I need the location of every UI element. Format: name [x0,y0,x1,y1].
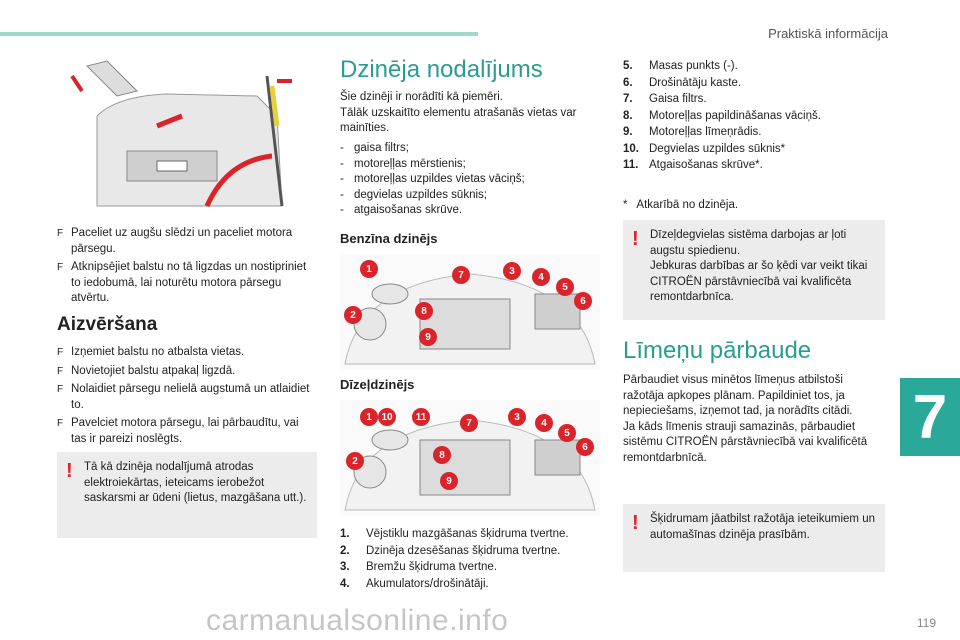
callout-3: 3 [503,262,521,280]
header-accent-bar [0,32,478,36]
watermark: carmanualsonline.info [206,604,509,637]
engine-bay-heading: Dzinēja nodalījums [340,56,543,83]
components-list-part1: 1.Vējstiklu mazgāšanas šķidruma tvertne.… [340,526,610,592]
petrol-engine-heading: Benzīna dzinējs [340,231,438,246]
list-item: 6.Drošinātāju kaste. [623,76,742,89]
petrol-engine-drawing [344,273,596,365]
callout-1: 1 [360,260,378,278]
list-item: -gaisa filtrs; [340,142,409,154]
callout-6: 6 [576,438,594,456]
list-item: 3.Bremžu šķidruma tvertne. [340,561,498,573]
diesel-engine-heading: Dīzeļdzinējs [340,377,415,392]
list-item: 1.Vējstiklu mazgāšanas šķidruma tvertne. [340,528,569,540]
list-item: 4.Akumulators/drošinātāji. [340,577,489,590]
list-item: 7.Gaisa filtrs. [623,93,707,105]
callout-3: 3 [508,408,526,426]
warning-text: Šķidrumam jāatbilst ražotāja ieteikumiem… [650,513,875,541]
section-title: Praktiskā informācija [768,26,888,41]
water-warning-box: ! Tā kā dzinēja nodalījumā atrodas elekt… [57,452,317,538]
callout-4: 4 [532,268,550,286]
fluid-warning-box: ! Šķidrumam jāatbilst ražotāja ieteikumi… [623,504,885,572]
diesel-warning-box: ! Dīzeļdegvielas sistēma darbojas ar ļot… [623,220,885,320]
components-list-part2: 5.Masas punkts (-). 6.Drošinātāju kaste.… [623,58,883,174]
callout-5: 5 [556,278,574,296]
list-item: 11.Atgaisošanas skrūve*. [623,159,763,171]
levels-text: Pārbaudiet visus minētos līmeņus atbilst… [623,374,868,464]
callout-5: 5 [558,424,576,442]
list-item: 9.Motoreļļas līmeņrādis. [623,126,762,138]
list-item: -motoreļļas mērstienis; [340,157,466,170]
levels-heading: Līmeņu pārbaude [623,337,812,364]
callout-4: 4 [535,414,553,432]
hood-illustration [57,56,317,216]
callout-10: 10 [378,408,396,426]
warning-icon: ! [632,512,639,534]
callout-9: 9 [419,328,437,346]
callout-8: 8 [433,446,451,464]
list-item: 8.Motoreļļas papildināšanas vāciņš. [623,109,821,122]
list-item: -degvielas uzpildes sūknis; [340,188,487,201]
warning-text: Tā kā dzinēja nodalījumā atrodas elektro… [84,461,307,504]
callout-2: 2 [344,306,362,324]
footnote: * Atkarībā no dzinēja. [623,199,739,211]
list-item: -atgaisošanas skrūve. [340,204,463,216]
callout-7: 7 [452,266,470,284]
page-number: 119 [916,616,936,630]
list-item: 10.Degvielas uzpildes sūknis* [623,142,786,155]
callout-9: 9 [440,472,458,490]
warning-icon: ! [66,460,73,482]
callout-7: 7 [460,414,478,432]
callout-6: 6 [574,292,592,310]
list-item: 5.Masas punkts (-). [623,60,738,72]
chapter-tab: 7 [900,378,960,456]
diesel-engine-diagram: 1 10 11 7 3 4 5 6 8 2 9 [340,400,600,516]
callout-1: 1 [360,408,378,426]
list-item: -motoreļļas uzpildes vietas vāciņš; [340,173,525,185]
warning-icon: ! [632,228,639,250]
list-item: 2.Dzinēja dzesēšanas šķidruma tvertne. [340,544,561,557]
diesel-engine-drawing [344,419,596,511]
component-dash-list: -gaisa filtrs; -motoreļļas mērstienis; -… [340,141,600,219]
petrol-engine-diagram: 1 7 3 4 5 6 8 2 9 [340,254,600,370]
callout-8: 8 [415,302,433,320]
callout-11: 11 [412,408,430,426]
callout-2: 2 [346,452,364,470]
closing-heading: Aizvēršana [57,314,158,335]
intro-text: Šie dzinēji ir norādīti kā piemēri. Tālā… [340,91,577,134]
warning-text: Dīzeļdegvielas sistēma darbojas ar ļoti … [650,229,868,303]
